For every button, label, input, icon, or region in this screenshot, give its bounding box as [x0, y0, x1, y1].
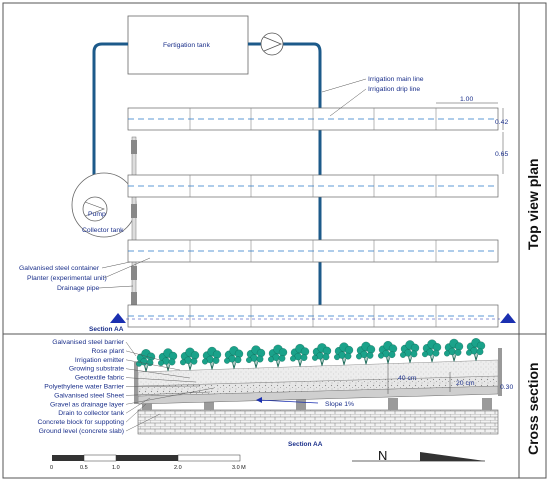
- cs-leader-4: [125, 377, 197, 383]
- scale-bar: [52, 454, 241, 462]
- dim-spacing-label: 0.65: [495, 151, 508, 158]
- cs-label-3: Growing substrate: [69, 366, 124, 373]
- steel-barrier-left: [134, 362, 138, 404]
- galvanised-container-label: Galvanised steel container: [19, 265, 100, 272]
- cs-label-9: Concrete block for suppoting: [37, 419, 124, 426]
- rose-plant-13: [422, 339, 442, 363]
- top-view-title: Top view plan: [525, 158, 541, 250]
- cs-label-7: Gravel as drainage layer: [50, 401, 125, 408]
- rose-plant-5: [246, 345, 266, 369]
- dim-030-label: 0.30: [500, 384, 513, 391]
- planter-row-3: [127, 239, 499, 263]
- rose-plant-14: [444, 338, 464, 362]
- rose-plant-9: [334, 342, 354, 366]
- cs-leader-5: [125, 385, 201, 387]
- section-marker-right: [500, 313, 516, 323]
- cs-label-5: Polyethylene water Barrier: [44, 384, 124, 391]
- cs-leader-8: [125, 397, 151, 414]
- dim-width-label: 1.00: [460, 96, 473, 103]
- cs-leader-6: [125, 391, 211, 396]
- fertigation-tank: [127, 15, 249, 75]
- section-marker-left: [110, 313, 126, 323]
- cs-leader-3: [125, 368, 191, 379]
- section-marker-label: Section AA: [89, 326, 124, 333]
- rose-plant-8: [312, 343, 332, 366]
- dim-planter-label: 0.42: [495, 119, 508, 126]
- rose-plant-2: [180, 347, 200, 371]
- planter-row-1: [127, 107, 499, 131]
- fertigation-tank-label: Fertigation tank: [163, 42, 210, 49]
- ground-slab: [137, 409, 499, 435]
- inline-pump-icon: [260, 32, 284, 56]
- dim-20cm-label: 20 cm: [456, 380, 475, 387]
- pump-label: Pump: [88, 211, 106, 218]
- steel-barrier-right: [498, 348, 502, 396]
- scale-tick-30: 3.0 M: [232, 465, 246, 471]
- cs-label-6: Galvanised steel Sheet: [54, 392, 124, 399]
- planter-row-2: [127, 174, 499, 198]
- scale-tick-20: 2.0: [174, 465, 182, 471]
- rose-plant-4: [224, 346, 244, 369]
- slope-label: Slope 1%: [325, 401, 354, 408]
- scale-tick-05: 0.5: [80, 465, 88, 471]
- cs-label-1: Rose plant: [92, 348, 125, 355]
- cross-section-title: Cross section: [525, 362, 541, 455]
- irrigation-main-pipe: [92, 42, 322, 318]
- rose-plants: [136, 338, 486, 372]
- irrigation-main-line-label: Irrigation main line: [368, 76, 424, 83]
- rose-plant-12: [400, 340, 420, 364]
- section-title: Section AA: [288, 441, 323, 448]
- rose-plant-6: [268, 344, 288, 368]
- drain-connectors: [131, 140, 137, 306]
- cs-label-4: Geotextile fabric: [75, 375, 125, 382]
- rose-plant-15: [466, 338, 486, 361]
- cs-label-8: Drain to collector tank: [58, 410, 124, 417]
- cs-leader-10: [125, 413, 161, 432]
- dim-40cm-label: 40 cm: [398, 375, 417, 382]
- rose-plant-11: [378, 341, 398, 364]
- drainage-pipe-label: Drainage pipe: [57, 285, 100, 292]
- irrigation-drip-line-label: Irrigation drip line: [368, 86, 420, 93]
- cs-leader-7: [125, 387, 215, 405]
- rose-plant-7: [290, 343, 310, 367]
- pump-icon: [82, 196, 108, 222]
- cs-leader-1: [125, 350, 161, 361]
- rose-plant-1: [158, 348, 178, 372]
- planter-rows: [127, 107, 499, 328]
- north-arrow-icon: [420, 452, 485, 461]
- scale-tick-10: 1.0: [112, 465, 120, 471]
- cs-label-10: Ground level (concrete slab): [39, 428, 124, 435]
- cs-label-2: Irrigation emitter: [75, 357, 125, 364]
- cs-leader-2: [125, 359, 181, 371]
- rose-plant-0: [136, 349, 156, 372]
- rose-plant-3: [202, 346, 222, 370]
- rose-plant-10: [356, 341, 376, 365]
- planter-label: Planter (experimental unit): [27, 275, 107, 282]
- north-label: N: [378, 448, 387, 463]
- slope-arrow: [257, 399, 319, 404]
- scale-tick-0: 0: [50, 465, 53, 471]
- collector-tank-label: Collector tank: [82, 227, 124, 234]
- cs-leader-9: [125, 403, 147, 423]
- planter-row-4: [127, 304, 499, 328]
- cs-leader-0: [125, 341, 137, 357]
- cs-label-0: Galvanised steel barrier: [52, 339, 125, 346]
